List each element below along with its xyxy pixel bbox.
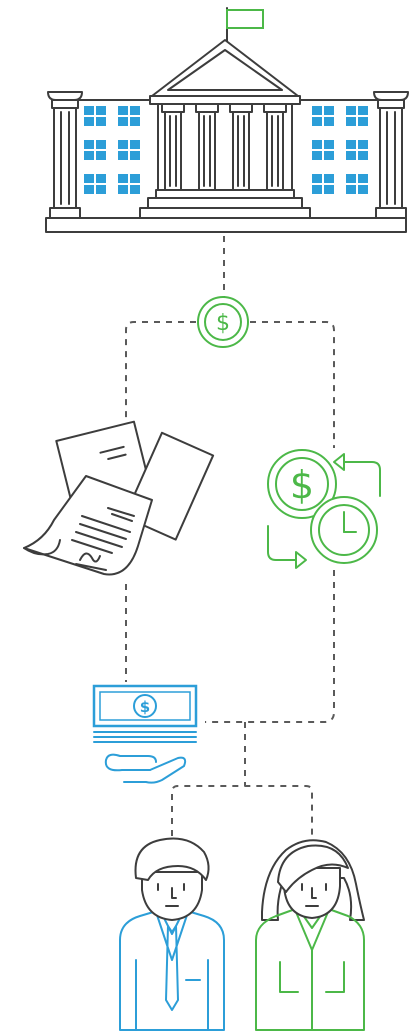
man-customer-icon [120, 839, 224, 1031]
banknote-currency-symbol: $ [140, 698, 150, 716]
woman-pocket-left [280, 962, 298, 992]
bank-outer-column-right [374, 92, 408, 218]
connector-coin-to-recurring [250, 322, 334, 448]
arrow-bottom-left [268, 526, 296, 560]
arrow-top-right [344, 462, 380, 496]
bank-base [46, 218, 406, 232]
hand-palm [106, 755, 156, 771]
connector-coin-to-documents [126, 322, 196, 438]
connector-to-customers [172, 786, 312, 836]
coin-currency-symbol: $ [216, 311, 230, 336]
bank-steps [140, 190, 310, 218]
loan-documents-icon [24, 422, 213, 575]
clock-icon [311, 497, 377, 563]
arrowhead-bottom [296, 552, 306, 568]
bank-building-icon [46, 8, 408, 232]
dollar-coin-icon: $ [198, 297, 248, 347]
woman-pocket-right [326, 962, 344, 992]
woman-customer-icon [256, 840, 364, 1030]
recurring-payment-icon: $ [268, 450, 380, 568]
connector-recurring-to-cash [205, 570, 334, 722]
man-tie [166, 926, 178, 1010]
bank-wall-right [292, 100, 390, 218]
cash-in-hand-icon: $ [94, 686, 196, 783]
flag-icon [227, 10, 263, 28]
recurring-currency-symbol: $ [290, 463, 314, 507]
bank-entablature [150, 96, 300, 104]
bank-pediment [152, 40, 298, 96]
arrowhead-top [334, 454, 344, 470]
bank-outer-column-left [48, 92, 82, 218]
woman-jacket [256, 908, 364, 1030]
